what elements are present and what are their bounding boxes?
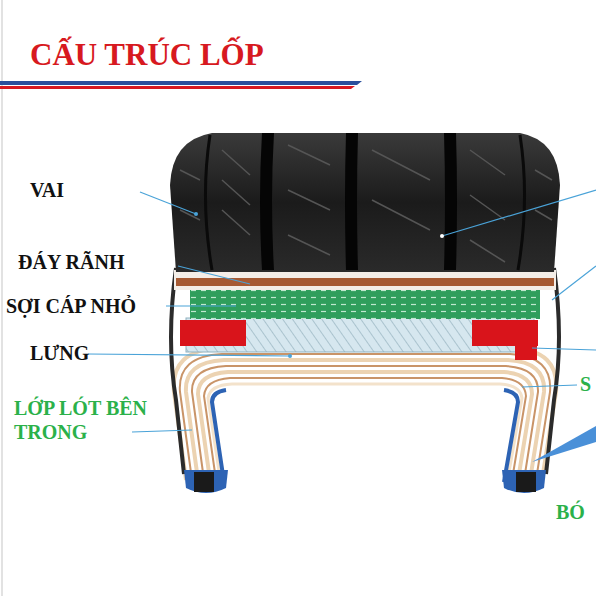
part-label: LỚP LÓT BÊN TRONG (14, 396, 184, 444)
title-rule (0, 81, 362, 85)
sidewall (171, 268, 184, 474)
belt-edge (180, 320, 246, 346)
inner-liner (504, 390, 518, 482)
tread (170, 133, 560, 272)
part-label: S (580, 372, 591, 396)
part-label: BÓ (556, 500, 585, 524)
part-label: SỢI CÁP NHỎ (6, 294, 136, 318)
undertread (174, 270, 556, 290)
leader-line (88, 190, 596, 432)
title-rule (0, 86, 355, 89)
inner-liner (212, 390, 226, 482)
part-label: LƯNG (30, 341, 89, 365)
belt-edge (515, 340, 537, 360)
cap-ply (190, 289, 540, 319)
bead (516, 472, 536, 492)
bead (502, 470, 546, 493)
part-label: ĐÁY RÃNH (18, 250, 124, 274)
part-label: VAI (30, 178, 64, 202)
tread-sipes (180, 145, 552, 262)
carcass-plies (174, 348, 557, 480)
leader-wedge (532, 426, 596, 462)
bead (184, 470, 228, 493)
leader-dot (440, 234, 444, 238)
tread-grooves (205, 133, 524, 270)
diagram-title: CẤU TRÚC LỐP (30, 36, 264, 73)
leader-dot (194, 212, 198, 216)
edge-line (1, 0, 3, 596)
bead (194, 472, 214, 492)
leader-dot (288, 354, 292, 358)
